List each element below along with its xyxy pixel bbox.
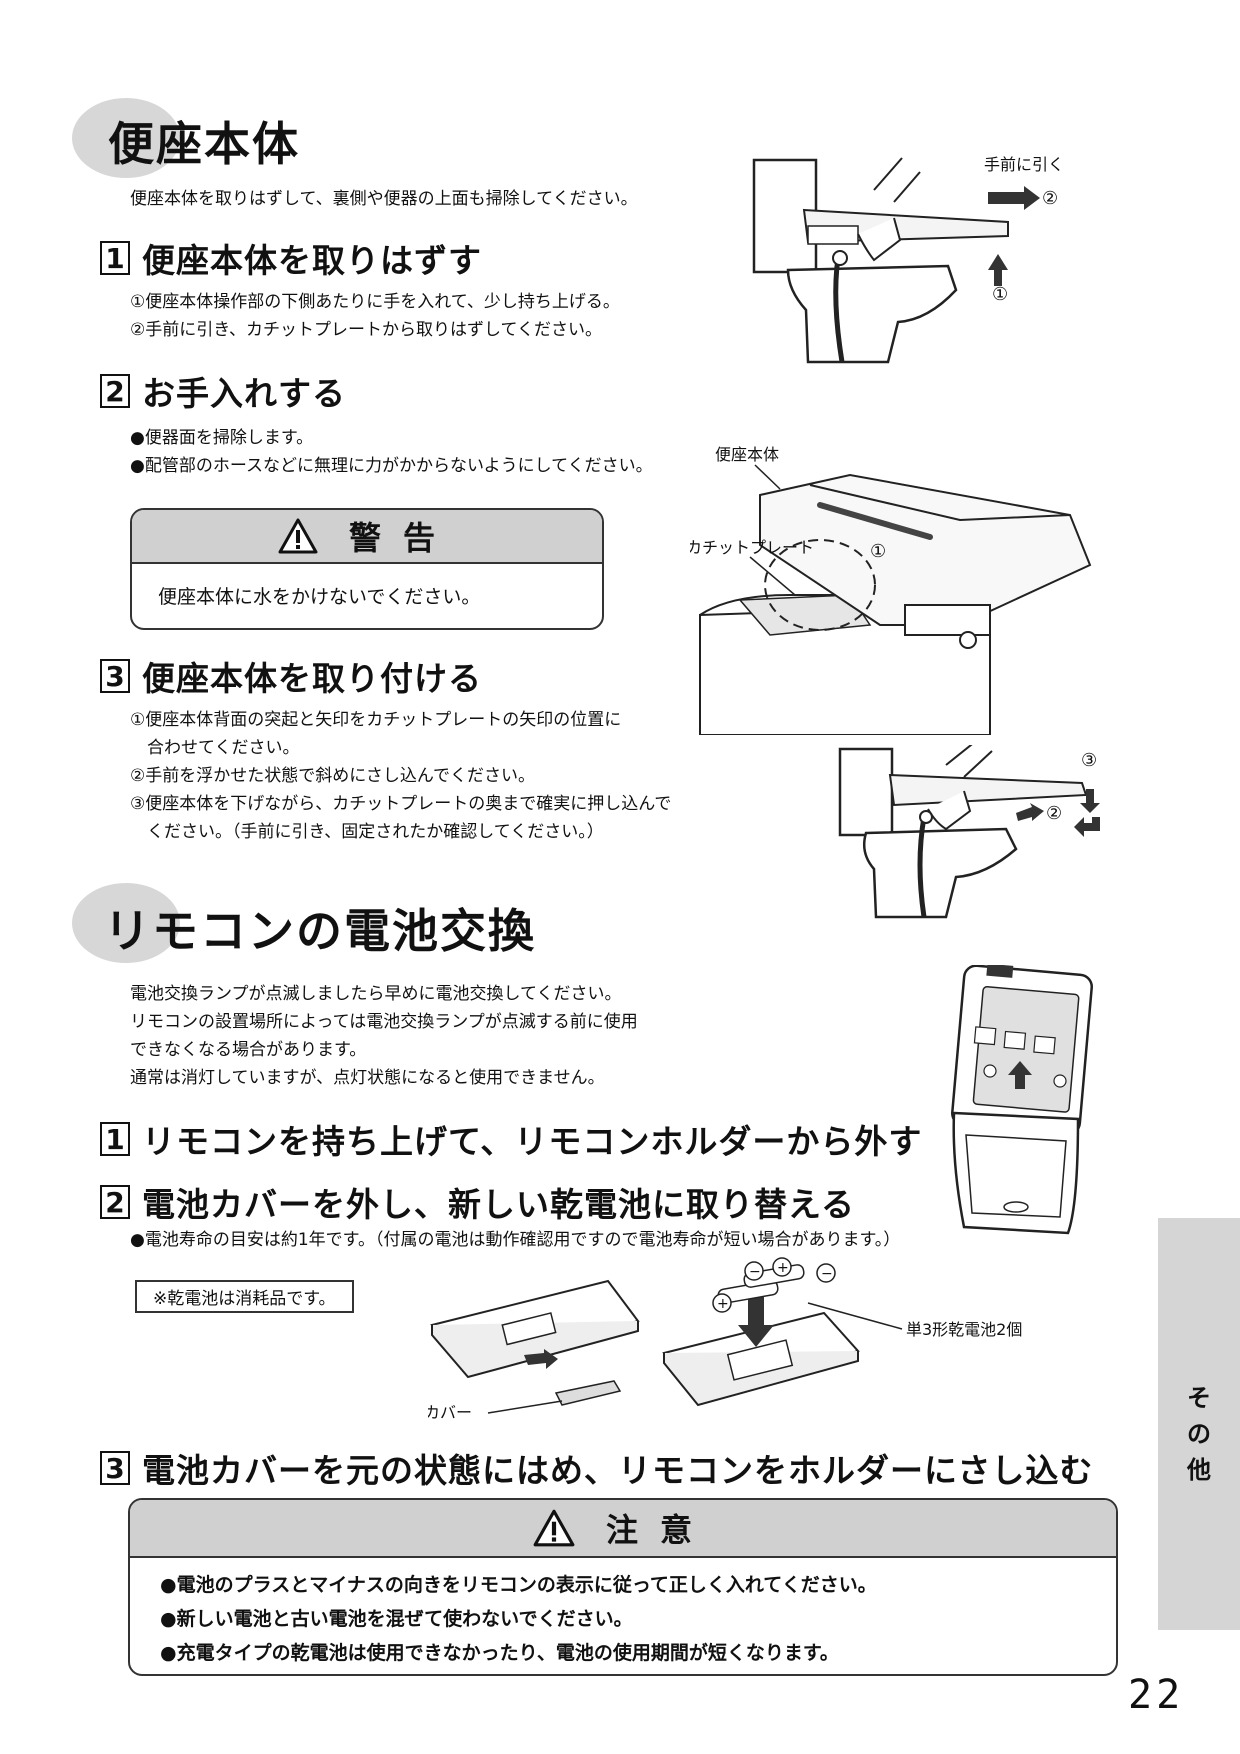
figure-remote-holder [951, 965, 1093, 1235]
figure-battery-replace: 電池カバー + − + − 単3形乾電池2個 [428, 1257, 1022, 1422]
caution-header: 注意 [130, 1500, 1116, 1558]
step-1-heading: 1 リモコンを持ち上げて、リモコンホルダーから外す [100, 1115, 922, 1163]
section-title-battery: リモコンの電池交換 [104, 904, 536, 958]
batteries-label: 単3形乾電池2個 [906, 1320, 1022, 1339]
step-line: ①便座本体操作部の下側あたりに手を入れて、少し持ち上げる。 [130, 292, 620, 312]
step-1-heading: 1 便座本体を取りはずす [100, 234, 482, 282]
intro-line: リモコンの設置場所によっては電池交換ランプが点滅する前に使用 [130, 1012, 638, 1032]
side-tab-char: そ [1187, 1384, 1211, 1412]
section-title-blob [72, 883, 180, 963]
step-number: 2 [100, 374, 130, 408]
step-title: 電池カバーを外し、新しい乾電池に取り替える [142, 1185, 856, 1224]
consumable-note: ※乾電池は消耗品です。 [135, 1280, 354, 1313]
warning-box: 警告 便座本体に水をかけないでください。 [130, 508, 604, 630]
circle-1-label: ① [992, 284, 1008, 305]
step-3-heading: 3 便座本体を取り付ける [100, 652, 482, 700]
figure-install-seat: ③ ② [838, 745, 1100, 919]
caution-item: ●電池のプラスとマイナスの向きをリモコンの表示に従って正しく入れてください。 [160, 1574, 877, 1596]
battery-cover-label: 電池カバー [428, 1403, 472, 1422]
caution-item: ●新しい電池と古い電池を混ぜて使わないでください。 [160, 1608, 633, 1630]
step-3-heading: 3 電池カバーを元の状態にはめ、リモコンをホルダーにさし込む [100, 1444, 1093, 1492]
step-line: ください。（手前に引き、固定されたか確認してください。） [130, 822, 604, 842]
intro-line: 電池交換ランプが点滅しましたら早めに電池交換してください。 [130, 984, 622, 1004]
warning-triangle-icon [278, 518, 318, 554]
plus-label: + [777, 1260, 789, 1276]
figure-katchit-plate: 便座本体 カチットプレート ① [690, 445, 1092, 735]
battery-life-note: ●電池寿命の目安は約1年です。（付属の電池は動作確認用ですので電池寿命が短い場合… [130, 1230, 901, 1250]
step-line: ●便器面を掃除します。 [130, 428, 314, 448]
section-intro: 便座本体を取りはずして、裏側や便器の上面も掃除してください。 [130, 189, 638, 209]
seat-body-label: 便座本体 [715, 445, 779, 464]
pull-forward-label: 手前に引く [984, 155, 1064, 174]
intro-line: 通常は消灯していますが、点灯状態になると使用できません。 [130, 1068, 605, 1088]
caution-box: 注意 ●電池のプラスとマイナスの向きをリモコンの表示に従って正しく入れてください… [128, 1498, 1118, 1676]
caution-title: 注意 [605, 1511, 714, 1549]
step-number: 1 [100, 241, 130, 275]
step-line: 合わせてください。 [130, 738, 300, 758]
step-number: 3 [100, 1451, 130, 1485]
step-number: 2 [100, 1185, 130, 1219]
side-tab-char: の [1187, 1420, 1211, 1448]
side-tab-char: 他 [1187, 1456, 1211, 1484]
intro-line: できなくなる場合があります。 [130, 1040, 367, 1060]
step-number: 3 [100, 659, 130, 693]
side-tab-other: そ の 他 [1158, 1218, 1240, 1630]
step-number: 1 [100, 1122, 130, 1156]
step-line: ●配管部のホースなどに無理に力がかからないようにしてください。 [130, 456, 653, 476]
step-1-body: ①便座本体操作部の下側あたりに手を入れて、少し持ち上げる。 ②手前に引き、カチッ… [130, 288, 620, 344]
warning-triangle-icon [533, 1509, 575, 1547]
minus-label: − [821, 1266, 833, 1282]
step-2-heading: 2 お手入れする [100, 367, 346, 415]
page-number: 22 [1128, 1672, 1185, 1718]
plus-label: + [717, 1296, 729, 1312]
circle-3-label: ③ [1081, 750, 1097, 771]
circle-1-label: ① [870, 541, 886, 562]
minus-label: − [749, 1264, 761, 1280]
step-line: ①便座本体背面の突起と矢印をカチットプレートの矢印の位置に [130, 710, 622, 730]
section-title-blob [72, 98, 180, 178]
step-title: お手入れする [142, 374, 346, 413]
step-3-body: ①便座本体背面の突起と矢印をカチットプレートの矢印の位置に 合わせてください。 … [130, 706, 671, 846]
caution-item: ●充電タイプの乾電池は使用できなかったり、電池の使用期間が短くなります。 [160, 1642, 839, 1664]
step-title: 便座本体を取り付ける [142, 659, 482, 698]
figure-remove-seat: 手前に引く ② ① [752, 155, 1064, 364]
step-line: ②手前を浮かせた状態で斜めにさし込んでください。 [130, 766, 536, 786]
warning-header: 警告 [132, 510, 602, 564]
step-2-heading: 2 電池カバーを外し、新しい乾電池に取り替える [100, 1178, 855, 1226]
circle-2-label: ② [1042, 188, 1058, 209]
step-title: リモコンを持ち上げて、リモコンホルダーから外す [142, 1122, 923, 1161]
section-title-toilet-seat: 便座本体 [108, 117, 300, 171]
katchit-plate-label: カチットプレート [690, 538, 814, 557]
step-title: 電池カバーを元の状態にはめ、リモコンをホルダーにさし込む [142, 1451, 1094, 1490]
warning-title: 警告 [348, 519, 457, 557]
circle-2-label: ② [1046, 803, 1062, 824]
step-title: 便座本体を取りはずす [142, 241, 482, 280]
caution-list: ●電池のプラスとマイナスの向きをリモコンの表示に従って正しく入れてください。 ●… [130, 1558, 1116, 1674]
section-intro: 電池交換ランプが点滅しましたら早めに電池交換してください。 リモコンの設置場所に… [130, 980, 638, 1092]
step-line: ②手前に引き、カチットプレートから取りはずしてください。 [130, 320, 603, 340]
warning-text: 便座本体に水をかけないでください。 [158, 586, 481, 608]
step-2-body: ●便器面を掃除します。 ●配管部のホースなどに無理に力がかからないようにしてくだ… [130, 424, 653, 480]
step-line: ③便座本体を下げながら、カチットプレートの奥まで確実に押し込んで [130, 794, 672, 814]
